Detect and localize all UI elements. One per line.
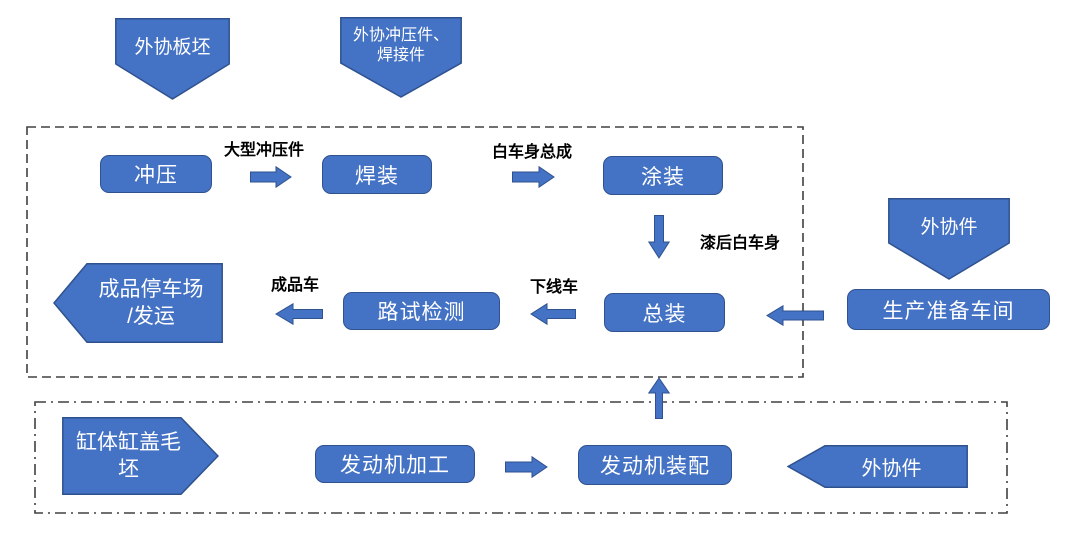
pentagon-label: 外协件 (861, 458, 922, 480)
process-box-assembly: 总装 (604, 293, 725, 332)
process-box-painting: 涂装 (603, 156, 723, 195)
process-box-stamping: 冲压 (100, 155, 212, 193)
process-box-label: 路试检测 (377, 301, 466, 324)
pentagon-label: 外协板坯 (134, 36, 211, 58)
pentagon-label: 外协件 (920, 216, 978, 238)
pentagon-external-parts-bottom: 外协件 (787, 445, 968, 488)
pentagon-down-icon (888, 198, 1010, 280)
pentagon-label-line1: 缸体缸盖毛 (76, 431, 181, 454)
arrow-down-icon (648, 215, 670, 259)
pentagon-external-plate-blank: 外协板坯 (115, 18, 230, 100)
pentagon-label-line1: 成品停车场 (98, 278, 204, 301)
pentagon-cylinder-blank: 缸体缸盖毛 坯 (62, 417, 219, 495)
arrow-left-icon (275, 303, 323, 325)
process-box-label: 生产准备车间 (882, 299, 1015, 323)
pentagon-label: 成品停车场 /发运 (53, 263, 223, 343)
flow-label-finished-car: 成品车 (270, 277, 319, 294)
arrow-right-icon (505, 456, 548, 478)
process-box-label: 发动机加工 (340, 454, 450, 477)
flow-label-body-in-white: 白车身总成 (491, 144, 572, 161)
pentagon-external-stampings-weldments: 外协冲压件、 焊接件 (340, 17, 462, 98)
pentagon-label-line2: 坯 (118, 458, 139, 481)
flow-label-painted-body: 漆后白车身 (699, 235, 780, 252)
process-box-engine-machining: 发动机加工 (315, 445, 475, 483)
flow-label-offline-car: 下线车 (529, 279, 578, 296)
pentagon-finished-parking-shipping: 成品停车场 /发运 (53, 263, 223, 343)
arrow-left-icon (766, 305, 824, 326)
pentagon-external-parts-top: 外协件 (888, 198, 1010, 280)
arrow-left-icon (530, 303, 576, 325)
pentagon-label-line2: 焊接件 (376, 47, 425, 64)
pentagon-left-icon (53, 263, 223, 343)
pentagon-label-line2: /发运 (127, 305, 175, 328)
flow-label-large-stampings: 大型冲压件 (223, 142, 304, 159)
process-box-label: 涂装 (641, 165, 685, 189)
process-box-engine-assembly: 发动机装配 (578, 445, 732, 485)
pentagon-left-icon (787, 445, 968, 488)
pentagon-down-icon (115, 18, 230, 100)
process-box-label: 总装 (642, 302, 687, 326)
process-box-label: 冲压 (134, 164, 178, 187)
pentagon-right-icon (62, 417, 219, 495)
pentagon-label: 缸体缸盖毛 坯 (62, 417, 219, 495)
process-box-label: 发动机装配 (600, 455, 710, 478)
pentagon-label: 外协冲压件、 焊接件 (340, 17, 462, 75)
pentagon-label-line1: 外协冲压件、 (352, 27, 449, 44)
arrow-right-icon (512, 166, 555, 188)
process-box-prep-workshop: 生产准备车间 (847, 289, 1050, 330)
arrow-right-icon (250, 166, 292, 188)
process-box-welding: 焊装 (322, 155, 432, 194)
pentagon-down-icon (340, 17, 462, 98)
process-box-road-test: 路试检测 (343, 292, 500, 330)
arrow-up-icon (648, 377, 670, 419)
process-box-label: 焊装 (355, 164, 399, 188)
